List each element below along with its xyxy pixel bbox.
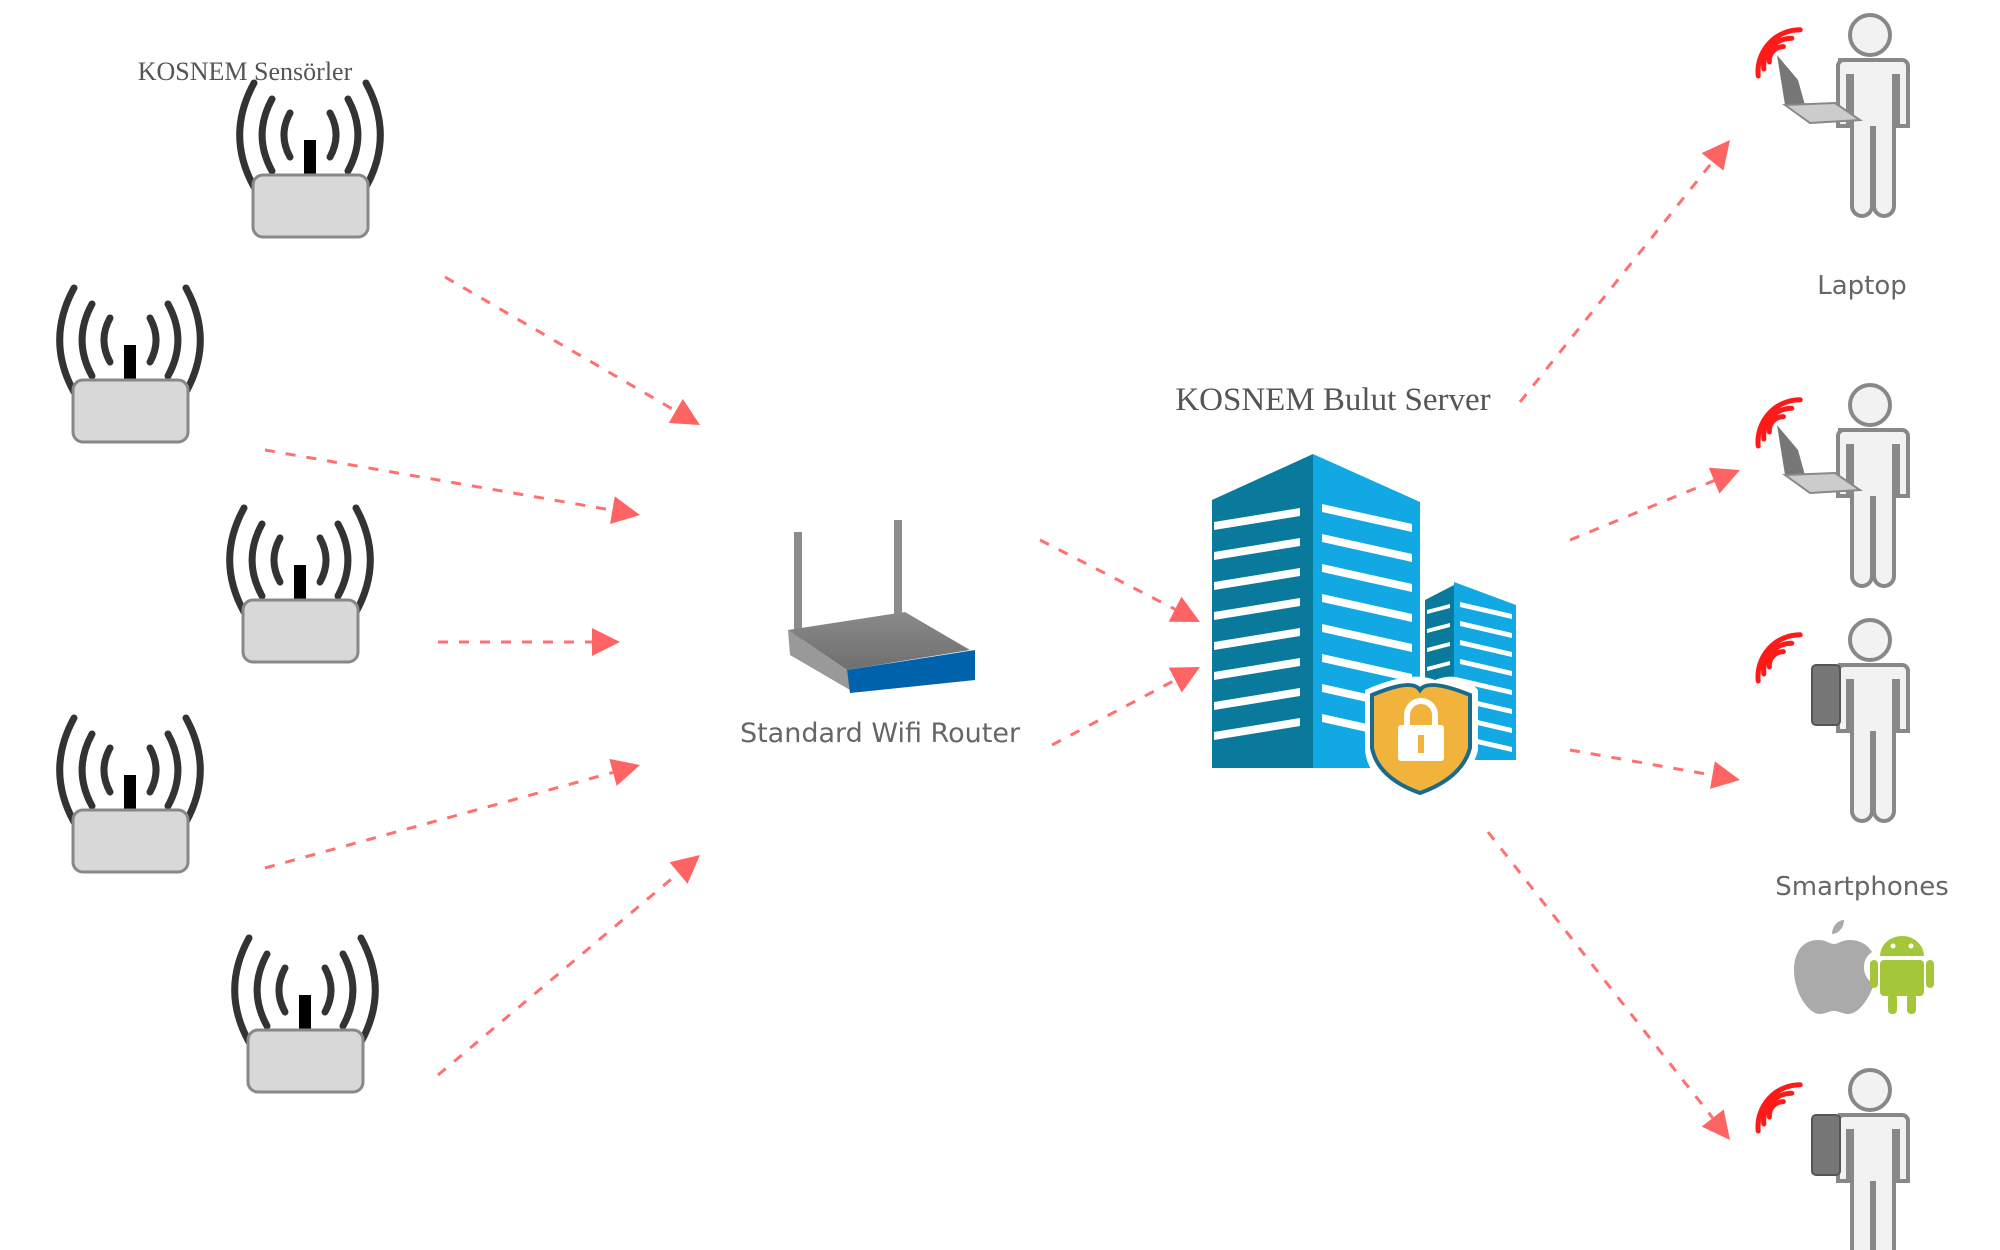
arrow-head: [610, 496, 640, 525]
smartphone-user-1: [1755, 618, 1910, 823]
wifi-signal-icon: [1755, 1082, 1803, 1134]
person-icon: [1836, 1068, 1910, 1250]
apple-icon: [1794, 920, 1874, 1014]
laptop-user-2: [1755, 383, 1910, 588]
arrow-6: [1039, 538, 1200, 622]
sensor-4-icon: [56, 714, 204, 874]
cloud-server-icon: [1212, 454, 1516, 800]
laptop-icon: [1777, 55, 1863, 125]
smartphone-icon: [1811, 1114, 1841, 1176]
arrow-7: [1051, 667, 1200, 747]
arrow-8: [1518, 140, 1730, 403]
arrow-4: [264, 758, 640, 870]
laptop-icon: [1777, 425, 1863, 495]
sensor-3-icon: [226, 504, 374, 664]
smartphone-icon: [1811, 664, 1841, 726]
arrow-5: [437, 855, 700, 1077]
arrow-head: [1168, 667, 1200, 693]
arrow-head: [1709, 761, 1740, 789]
security-shield-icon: [1365, 676, 1478, 800]
connection-arrows: [264, 140, 1740, 1140]
person-icon: [1836, 618, 1910, 823]
sensor-1-icon: [236, 79, 384, 239]
arrow-head: [669, 855, 700, 884]
client-group: [1755, 13, 1910, 1250]
arrow-2: [264, 448, 640, 525]
android-icon: [1870, 936, 1934, 1014]
laptop-user-1: [1755, 13, 1910, 218]
server-label: KOSNEM Bulut Server: [1175, 382, 1490, 418]
smartphone-user-2: [1755, 1068, 1910, 1250]
arrow-head: [592, 628, 620, 656]
wifi-signal-icon: [1755, 632, 1803, 684]
arrow-head: [1701, 140, 1730, 171]
wifi-signal-icon: [1755, 27, 1803, 79]
sensor-group: [56, 79, 384, 1094]
arrow-head: [1708, 467, 1740, 494]
arrow-11: [1486, 831, 1730, 1140]
arrow-10: [1569, 748, 1740, 789]
sensors-title: KOSNEM Sensörler: [138, 57, 353, 86]
arrow-head: [609, 758, 640, 786]
sensor-5-icon: [231, 934, 379, 1094]
person-icon: [1836, 383, 1910, 588]
router-label: Standard Wifi Router: [740, 718, 1021, 749]
person-icon: [1836, 13, 1910, 218]
wifi-signal-icon: [1755, 397, 1803, 449]
laptop-label: Laptop: [1817, 271, 1907, 301]
arrow-1: [444, 275, 700, 425]
arrow-head: [1701, 1109, 1730, 1140]
arrow-head: [668, 398, 700, 425]
smartphones-label: Smartphones: [1775, 872, 1949, 902]
arrow-head: [1168, 596, 1200, 622]
arrow-3: [438, 628, 620, 656]
arrow-9: [1569, 467, 1740, 542]
wifi-router-icon: [788, 520, 975, 693]
sensor-2-icon: [56, 284, 204, 444]
